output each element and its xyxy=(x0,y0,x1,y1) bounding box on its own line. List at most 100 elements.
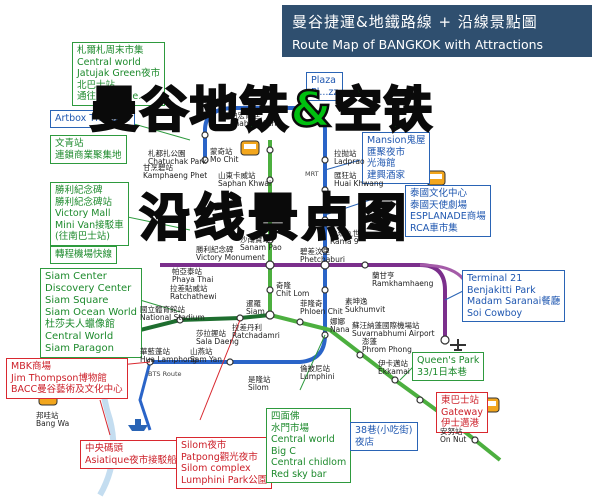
station-name-cn: 碧差汶里 xyxy=(300,247,330,256)
callout-chatuchak: 札爾札周末市集 Central world Jatujak Green夜市 北巴… xyxy=(72,42,166,106)
callout-line: 泰國文化中心 xyxy=(410,188,468,199)
callout-line: 光海館 xyxy=(367,158,396,169)
callout-line: Benjakitti Park xyxy=(467,284,536,296)
station-bang-wa: 邦哇站 Bang Wa xyxy=(36,412,69,428)
callout-leaders xyxy=(117,119,421,391)
station-name-cn: 山東卡威站 xyxy=(218,171,256,180)
callout-mbk: MBK商場 Jim Thompson博物館 BACC曼谷藝術及文化中心 xyxy=(6,358,128,399)
station-name-cn: 素坤逸 xyxy=(345,297,368,306)
callout-line: 38巷(小吃街) xyxy=(355,425,413,436)
station-name-cn: 暹羅 xyxy=(246,299,261,308)
callout-line: 札爾札周末市集 xyxy=(77,45,144,56)
callout-artbox: Artbox Thailand xyxy=(50,110,136,128)
callout-esplanade: 泰國文化中心 泰國天使劇場 ESPLANADE商場 RCA車市集 xyxy=(405,185,491,237)
station-name-cn: 伊卡邁站 xyxy=(378,359,408,368)
callout-line: Artbox Thailand xyxy=(55,113,131,124)
station-name-en: Victory Monument xyxy=(196,253,265,262)
callout-line: Mini Van接駁車 xyxy=(55,219,124,231)
station-name-cn: 拉差丹利 xyxy=(232,323,262,332)
station-name-cn: 蒙奇站 xyxy=(210,147,233,156)
callout-plaza: Plaza Pl...zz xyxy=(306,72,344,101)
station-name-cn: 札都扎公園 xyxy=(148,149,186,158)
overlay-title-1: 曼谷地铁&空铁 xyxy=(89,81,434,140)
station-sala-daeng: 莎拉鏗站 Sala Daeng xyxy=(196,330,239,346)
station-name-cn: 澎蓬 xyxy=(362,337,377,346)
callout-line: 四面佛 xyxy=(271,411,300,422)
station-name-en: Chit Lom xyxy=(276,289,310,298)
station-silom: 是隆站 Silom xyxy=(248,376,271,392)
station-national-stadium: 國立體育館站 National Stadium xyxy=(140,306,205,322)
station-name-cn: 邦哇站 xyxy=(36,411,59,420)
station-name-en: Sam Yan xyxy=(190,355,222,364)
callout-line: 夜店 xyxy=(355,436,375,448)
station-saphan-khwai: 山東卡威站 Saphan Khwai xyxy=(218,172,271,188)
callout-soi38: 38巷(小吃街) 夜店 xyxy=(350,422,418,451)
station-phloen-chit: 菲隆奇 Phloen Chit xyxy=(300,300,343,316)
callout-line: Patpong觀光夜市 xyxy=(181,451,258,463)
callout-line: 水門市場 xyxy=(271,422,310,434)
callout-line: Central chidlom xyxy=(271,457,347,468)
station-rama9: 拉瑪九世 Rama 9 xyxy=(330,230,360,246)
callout-queens-park: Queen's Park 33/1日本巷 xyxy=(412,352,485,381)
station-mochit: 蒙奇站 Mo Chit xyxy=(210,148,238,164)
callout-line: Lumphini Park公園 xyxy=(181,474,268,486)
callout-line: 伊士邁港 xyxy=(441,418,480,429)
callout-line: 通往Don Mue... xyxy=(77,91,148,102)
station-name-en: Sala Daeng xyxy=(196,337,239,346)
callout-line: Mansion鬼屋 xyxy=(367,135,426,146)
station-name-cn: 安努站 xyxy=(440,427,463,436)
callout-line: MBK商場 xyxy=(11,361,51,372)
callout-line: Terminal 21 xyxy=(467,273,523,284)
map-title-banner: 曼谷捷運&地鐵路線 + 沿線景點圖 Route Map of BANGKOK w… xyxy=(282,5,592,57)
station-phahon: 帕宏育廷 Phahon Yothin xyxy=(230,112,283,128)
station-name-cn: 蘭甘亨 xyxy=(372,271,395,280)
station-name-en: Lumphini xyxy=(300,372,335,381)
station-petchaburi: 碧差汶里 Phetchaburi xyxy=(300,248,345,264)
callout-line: 中央碼頭 xyxy=(85,443,124,454)
station-huai-khwang: 匯狂站 Huai Khwang xyxy=(334,172,383,188)
station-ratchadamri: 拉差丹利 Ratchadamri xyxy=(232,324,280,340)
station-mrt-label: MRT xyxy=(305,170,319,178)
callout-line: Siam Ocean World xyxy=(45,307,137,318)
callout-line: Discovery Center xyxy=(45,283,132,294)
callout-line: (往南巴士站) xyxy=(55,231,110,242)
callout-line: Gateway xyxy=(441,406,483,418)
callout-line: Big C xyxy=(271,445,296,457)
callout-line: Central world xyxy=(77,56,141,68)
station-name-cn: 山燕站 xyxy=(190,347,213,356)
callout-book-fair: 文青站 連鎖商業聚集地 xyxy=(50,135,127,164)
station-name-en: National Stadium xyxy=(140,313,205,322)
callout-line: Soi Cowboy xyxy=(467,307,523,319)
map-title-cn: 曼谷捷運&地鐵路線 + 沿線景點圖 xyxy=(292,13,538,31)
station-name-cn: 拉抛站 xyxy=(334,149,357,158)
station-name-cn: 拉差貼威站 xyxy=(170,284,208,293)
callout-line: Asiatique夜市接駁船 xyxy=(85,454,177,466)
boat-icon xyxy=(128,419,148,431)
station-name-cn: 匯狂站 xyxy=(334,171,357,180)
station-siam: 暹羅 Siam xyxy=(246,300,265,316)
station-name-en: Ekkamai xyxy=(378,367,410,376)
station-ratchathewi: 拉差貼威站 Ratchathewi xyxy=(170,285,217,301)
callout-line: Victory Mall xyxy=(55,208,111,219)
callout-airport-transfer: 轉程機場快線 xyxy=(50,246,118,264)
station-name-cn: 莎拉鏗站 xyxy=(196,329,226,338)
callout-line: Red sky bar xyxy=(271,468,327,480)
callout-line: ESPLANADE商場 xyxy=(410,211,486,222)
station-name-cn: 國立體育館站 xyxy=(140,305,185,314)
station-name-cn: 蘇汪納蓬國際機場站 xyxy=(352,321,420,330)
callout-line: RCA車市集 xyxy=(410,222,458,234)
station-lumphini: 倫披尼站 Lumphini xyxy=(300,365,335,381)
callout-line: 建興酒家 xyxy=(367,169,406,181)
station-name-en: Ratchathewi xyxy=(170,292,217,301)
station-name-en: Ramkhamhaeng xyxy=(372,279,434,288)
callout-line: Queen's Park xyxy=(417,355,480,366)
callout-line: Siam Paragon xyxy=(45,343,114,354)
station-name-cn: 勝利紀念碑 xyxy=(196,245,234,254)
station-name-en: Ladprao xyxy=(334,157,365,166)
station-sanam-pao: 沙南寶站 Sanam Pao xyxy=(240,236,282,252)
callout-line: Plaza xyxy=(311,75,336,86)
station-kamphaeng: 甘烹碧站 Kamphaeng Phet xyxy=(143,164,207,180)
station-name-en: Mo Chit xyxy=(210,155,239,164)
callout-line: Siam Square xyxy=(45,295,109,306)
